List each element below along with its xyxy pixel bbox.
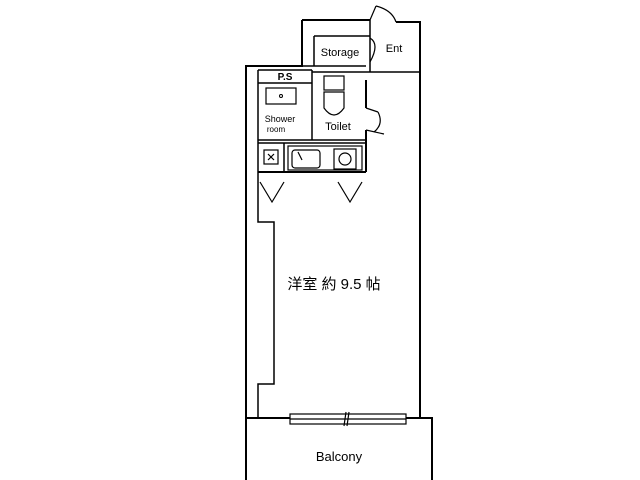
toilet-icon [323, 75, 345, 116]
main-room-label: 洋室 約 9.5 帖 [287, 276, 380, 293]
ps-label: P.S [278, 72, 293, 83]
balcony-window [289, 411, 407, 427]
outer-walls [245, 19, 433, 480]
shower-room-label-line2: room [267, 125, 286, 134]
interior-walls [257, 20, 420, 172]
entrance-label: Ent [386, 43, 403, 55]
washer-icon [263, 149, 279, 165]
balcony-label: Balcony [316, 449, 363, 464]
cabinet-icon [259, 181, 363, 204]
shower-room-label-line1: Shower [265, 114, 296, 124]
entrance-door-icon [369, 5, 397, 23]
toilet-door-icon [365, 107, 385, 135]
stove-icon [333, 148, 357, 170]
storage-label: Storage [321, 47, 360, 59]
washbasin-icon [265, 87, 297, 105]
storage-door-icon [369, 37, 376, 63]
toilet-label: Toilet [325, 121, 351, 133]
kitchen-sink-icon [291, 149, 321, 169]
kitchen-counter [263, 145, 363, 171]
